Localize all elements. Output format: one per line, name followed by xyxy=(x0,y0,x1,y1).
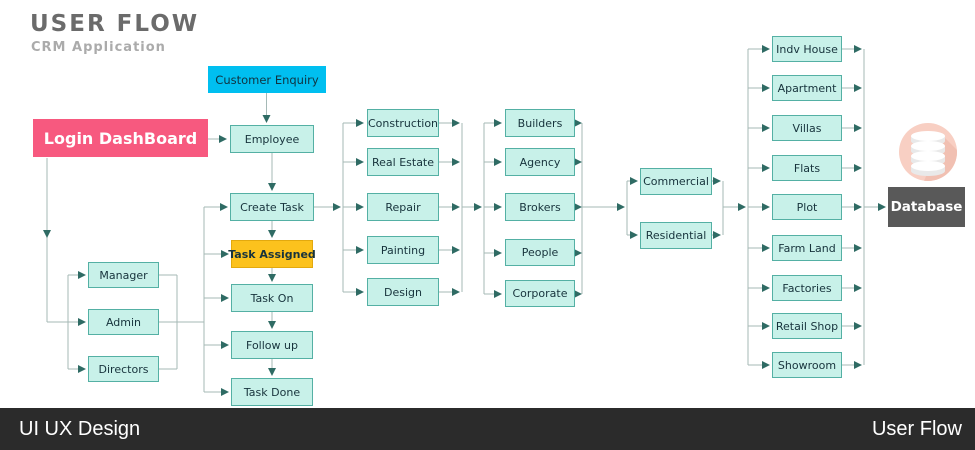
node-plot: Plot xyxy=(772,194,842,220)
node-commercial: Commercial xyxy=(640,168,712,195)
node-task-done: Task Done xyxy=(231,378,313,406)
node-task-on: Task On xyxy=(231,284,313,312)
footer-left-label: UI UX Design xyxy=(19,417,141,440)
node-builders: Builders xyxy=(505,109,575,137)
node-residential: Residential xyxy=(640,222,712,249)
node-manager: Manager xyxy=(88,262,159,288)
node-agency: Agency xyxy=(505,148,575,176)
node-database: Database xyxy=(888,187,965,227)
footer-bar: UI UX Design User Flow xyxy=(0,408,975,450)
node-apartment: Apartment xyxy=(772,75,842,101)
node-indv-house: Indv House xyxy=(772,36,842,62)
node-login-dashboard: Login DashBoard xyxy=(33,119,208,157)
node-showroom: Showroom xyxy=(772,352,842,378)
node-design: Design xyxy=(367,278,439,306)
node-flats: Flats xyxy=(772,155,842,181)
node-factories: Factories xyxy=(772,275,842,301)
node-painting: Painting xyxy=(367,236,439,264)
node-people: People xyxy=(505,239,575,266)
node-directors: Directors xyxy=(88,356,159,382)
node-brokers: Brokers xyxy=(505,193,575,221)
database-icon xyxy=(899,123,957,181)
node-corporate: Corporate xyxy=(505,280,575,307)
node-farm-land: Farm Land xyxy=(772,235,842,261)
node-admin: Admin xyxy=(88,309,159,335)
node-customer-enquiry: Customer Enquiry xyxy=(208,66,326,93)
page-title: USER FLOW xyxy=(30,11,200,37)
node-construction: Construction xyxy=(367,109,439,137)
node-create-task: Create Task xyxy=(230,193,314,221)
node-follow-up: Follow up xyxy=(231,331,313,359)
node-real-estate: Real Estate xyxy=(367,148,439,176)
node-repair: Repair xyxy=(367,193,439,221)
node-employee: Employee xyxy=(230,125,314,153)
node-task-assigned: Task Assigned xyxy=(228,240,316,268)
page-subtitle: CRM Application xyxy=(31,40,166,55)
node-retail-shop: Retail Shop xyxy=(772,313,842,339)
node-villas: Villas xyxy=(772,115,842,141)
footer-right-label: User Flow xyxy=(871,417,962,440)
